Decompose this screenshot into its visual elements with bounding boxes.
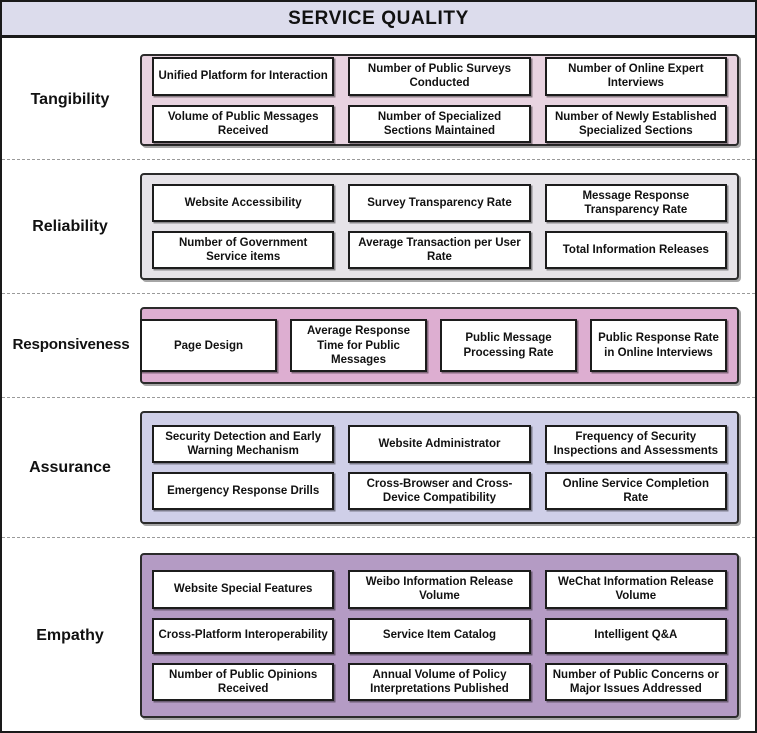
indicator-box[interactable]: Message Response Transparency Rate: [544, 183, 727, 222]
indicator-box[interactable]: Website Accessibility: [152, 183, 335, 222]
indicator-box[interactable]: WeChat Information Release Volume: [544, 570, 727, 609]
indicator-box[interactable]: Intelligent Q&A: [544, 617, 727, 654]
indicator-box[interactable]: Website Administrator: [348, 424, 531, 463]
page-title: SERVICE QUALITY: [288, 7, 469, 29]
indicator-box[interactable]: Number of Public Concerns or Major Issue…: [544, 662, 727, 701]
indicator-box[interactable]: Number of Newly Established Specialized …: [544, 104, 727, 143]
indicator-row: Website Accessibility Survey Transparency…: [152, 183, 727, 222]
indicator-row: Cross-Platform Interoperability Service I…: [152, 617, 727, 654]
dimension-row-empathy: Empathy Website Special Features Weibo Inf…: [2, 538, 755, 733]
dimension-label-tangibility: Tangibility: [30, 91, 110, 109]
dimension-label-reliability: Reliability: [32, 217, 108, 235]
indicator-box[interactable]: Average Response Time for Public Message…: [290, 319, 427, 372]
indicator-box[interactable]: Emergency Response Drills: [152, 472, 335, 511]
indicator-row: Security Detection and Early Warning Mec…: [152, 424, 727, 463]
indicator-box[interactable]: Service Item Catalog: [348, 617, 531, 654]
indicator-box[interactable]: Security Detection and Early Warning Mec…: [152, 424, 335, 463]
indicator-row: Emergency Response Drills Cross-Browser a…: [152, 472, 727, 511]
dimension-label-empathy: Empathy: [36, 626, 104, 644]
indicator-box[interactable]: Number of Government Service items: [152, 231, 335, 270]
indicator-box[interactable]: Frequency of Security Inspections and As…: [544, 424, 727, 463]
indicator-box[interactable]: Public Response Rate in Online Interview…: [590, 319, 727, 372]
dimension-label-responsiveness: Responsiveness: [12, 336, 130, 354]
indicator-box[interactable]: Total Information Releases: [544, 231, 727, 270]
indicator-box[interactable]: Public Message Processing Rate: [440, 319, 577, 372]
dimension-group-reliability: Website Accessibility Survey Transparency…: [140, 173, 739, 280]
dimension-row-assurance: Assurance Security Detection and Early Wa…: [2, 398, 755, 538]
dimension-label-assurance: Assurance: [29, 458, 111, 476]
indicator-box[interactable]: Online Service Completion Rate: [544, 472, 727, 511]
indicator-row: Volume of Public Messages Received Number…: [152, 104, 727, 143]
indicator-box[interactable]: Website Special Features: [152, 570, 335, 609]
dimension-group-assurance: Security Detection and Early Warning Mec…: [140, 411, 739, 524]
indicator-box[interactable]: Average Transaction per User Rate: [348, 231, 531, 270]
indicator-row: Number of Public Opinions Received Annual…: [152, 662, 727, 701]
indicator-box[interactable]: Weibo Information Release Volume: [348, 570, 531, 609]
indicator-box[interactable]: Number of Public Opinions Received: [152, 662, 335, 701]
indicator-box[interactable]: Cross-Browser and Cross-Device Compatibi…: [348, 472, 531, 511]
dimension-group-empathy: Website Special Features Weibo Informatio…: [140, 553, 739, 718]
indicator-box[interactable]: Page Design: [140, 319, 277, 372]
indicator-box[interactable]: Unified Platform for Interaction: [152, 57, 335, 96]
dimension-row-reliability: Reliability Website Accessibility Survey T…: [2, 160, 755, 294]
indicator-box[interactable]: Survey Transparency Rate: [348, 183, 531, 222]
indicator-row: Number of Government Service items Averag…: [152, 231, 727, 270]
indicator-box[interactable]: Annual Volume of Policy Interpretations …: [348, 662, 531, 701]
indicator-box[interactable]: Number of Specialized Sections Maintaine…: [348, 104, 531, 143]
indicator-box[interactable]: Number of Online Expert Interviews: [544, 57, 727, 96]
indicator-box[interactable]: Number of Public Surveys Conducted: [348, 57, 531, 96]
diagram-title-bar: SERVICE QUALITY: [2, 2, 755, 38]
dimension-row-tangibility: Tangibility Unified Platform for Interact…: [2, 41, 755, 160]
indicator-row: Website Special Features Weibo Informatio…: [152, 570, 727, 609]
indicator-row: Unified Platform for Interaction Number o…: [152, 57, 727, 96]
indicator-box[interactable]: Cross-Platform Interoperability: [152, 617, 335, 654]
indicator-box[interactable]: Volume of Public Messages Received: [152, 104, 335, 143]
